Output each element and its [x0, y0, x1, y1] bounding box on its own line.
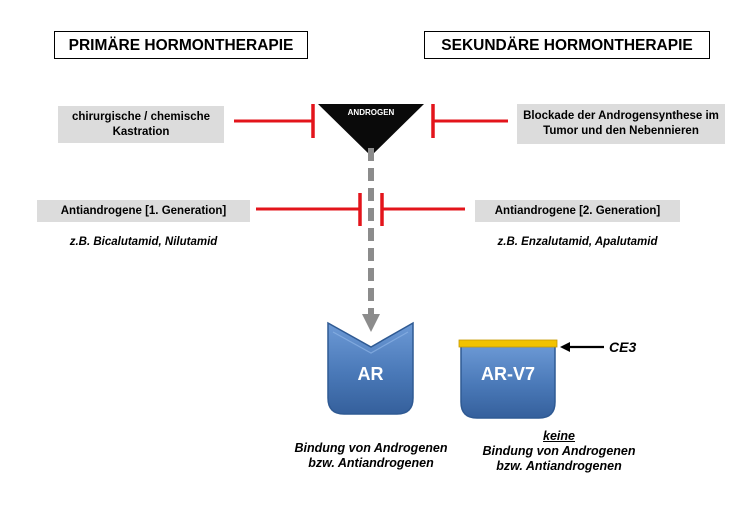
arv7-receptor-label: AR-V7	[480, 364, 535, 384]
arv7-caption-line1: Bindung von Androgenen	[482, 444, 636, 458]
androgen-triangle	[318, 104, 424, 156]
ar-caption-line2: bzw. Antiandrogenen	[308, 456, 434, 470]
primary-therapy-header: PRIMÄRE HORMONTHERAPIE	[54, 31, 308, 59]
antiandrogen-gen2-examples: z.B. Enzalutamid, Apalutamid	[497, 236, 658, 248]
ce3-domain-bar	[458, 339, 558, 348]
antiandrogen-gen1-examples: z.B. Bicalutamid, Nilutamid	[69, 236, 218, 248]
ce3-label: CE3	[609, 339, 637, 355]
ar-receptor-shape	[327, 321, 414, 415]
ar-receptor-label: AR	[357, 364, 384, 384]
ar-caption: Bindung von Androgenen bzw. Antiandrogen…	[241, 441, 501, 471]
castration-box: chirurgische / chemische Kastration	[58, 106, 224, 143]
arv7-caption: keine Bindung von Androgenen bzw. Antian…	[429, 429, 689, 474]
arv7-caption-keine: keine	[543, 429, 575, 443]
ar-receptor-highlight	[332, 331, 409, 354]
arv7-caption-line2: bzw. Antiandrogenen	[496, 459, 622, 473]
arv7-receptor-shape	[460, 343, 556, 419]
antiandrogen-gen2-box: Antiandrogene [2. Generation]	[475, 200, 680, 222]
ar-caption-line1: Bindung von Androgenen	[294, 441, 448, 455]
androgen-to-ar-arrowhead	[362, 314, 380, 332]
antiandrogen-gen1-box: Antiandrogene [1. Generation]	[37, 200, 250, 222]
secondary-therapy-header: SEKUNDÄRE HORMONTHERAPIE	[424, 31, 710, 59]
ce3-pointer-arrowhead	[560, 342, 570, 352]
androgen-label: ANDROGEN	[347, 108, 395, 117]
androgen-synthesis-blockade-box: Blockade der Androgensynthese im Tumor u…	[517, 104, 725, 144]
